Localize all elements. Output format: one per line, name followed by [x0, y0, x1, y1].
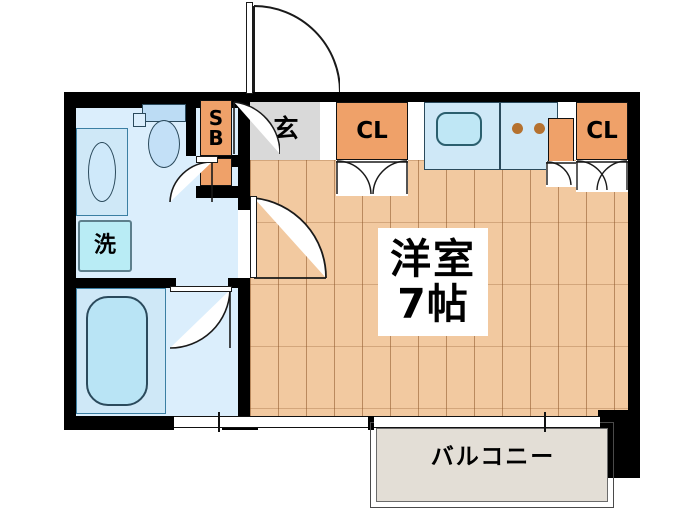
toilet-door-swing [168, 160, 214, 204]
stove-burner-left [512, 123, 523, 134]
washing-machine-label: 洗 [93, 233, 116, 258]
toilet-paper-holder [133, 113, 146, 127]
bathroom-door-leaf[interactable] [170, 286, 232, 292]
bathtub [86, 296, 148, 406]
closet-1-folding-doors[interactable] [336, 160, 408, 196]
main-room-label: 洋室 7帖 [378, 228, 488, 336]
vanity-sink-basin [88, 142, 116, 202]
closet-1: CL [336, 102, 408, 160]
exterior-wall-bottom-left [64, 416, 174, 430]
toilet-bowl [148, 120, 180, 168]
main-room-label-line1: 洋室 [390, 235, 476, 283]
balcony-label-text: バルコニー [430, 443, 556, 470]
partition-wall-sb-bottom [196, 186, 240, 198]
partition-wall-bath-top-right [228, 278, 250, 288]
kitchen-sink-basin [436, 112, 482, 146]
bathroom-door-swing [168, 288, 232, 350]
entrance-door-leaf[interactable] [246, 2, 253, 94]
closet-2-label: CL [586, 117, 618, 144]
shoe-box: S B [200, 100, 232, 156]
balcony-floor [376, 428, 608, 502]
shoe-box-label-line1: S [208, 106, 224, 130]
exterior-wall-right [628, 92, 640, 430]
washroom-door-swing [232, 100, 281, 156]
entrance-door-swing [248, 2, 341, 94]
washing-machine: 洗 [78, 220, 132, 272]
partition-wall-room-left [238, 278, 250, 426]
shoe-box-label-line2: B [208, 126, 224, 150]
exterior-wall-bottom-room [368, 416, 374, 430]
exterior-wall-top-genkan [240, 92, 640, 102]
partition-wall-corridor [238, 92, 250, 210]
balcony-door-mullion [544, 412, 546, 432]
main-room-label-line2: 7帖 [397, 280, 469, 328]
room-door-leaf[interactable] [250, 196, 257, 278]
stove-burner-right [534, 123, 545, 134]
room-door-swing [252, 196, 328, 280]
room-window-left [256, 416, 368, 428]
closet-2: CL [576, 102, 628, 160]
toilet-door-leaf[interactable] [196, 156, 218, 163]
balcony-label: バルコニー [400, 440, 586, 474]
balcony-sliding-door [374, 416, 600, 428]
closet-1-label: CL [356, 117, 388, 144]
utility-block-doors[interactable] [546, 161, 576, 187]
bathroom-window-mullion [218, 412, 220, 432]
utility-block [548, 118, 574, 162]
closet-2-folding-doors[interactable] [576, 160, 628, 192]
partition-wall-toilet-vertical [186, 98, 196, 156]
exterior-wall-left [64, 92, 76, 430]
partition-wall-bath-top [64, 278, 176, 288]
